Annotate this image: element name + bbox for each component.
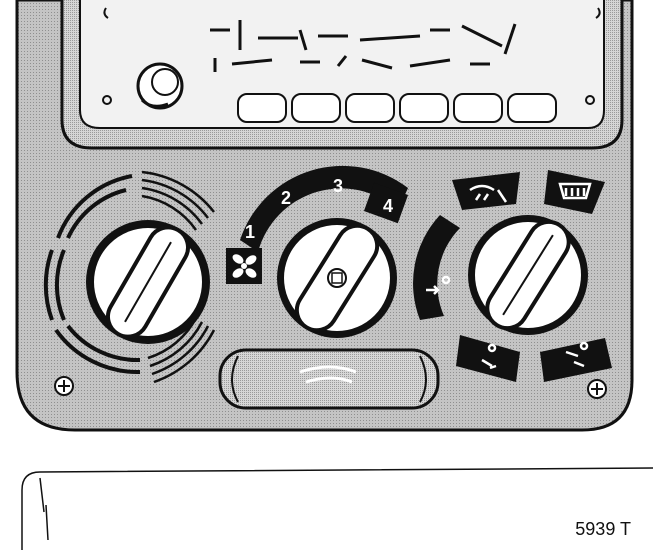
temperature-hot-stripes bbox=[141, 170, 216, 384]
fan-speed-labels: 1 2 3 4 bbox=[245, 176, 393, 242]
fan-speed-label-1: 1 bbox=[245, 222, 255, 242]
rear-window-heater-icon bbox=[558, 182, 592, 200]
distribution-segment-bottom-left bbox=[456, 335, 520, 382]
radio-screw-left bbox=[102, 95, 112, 105]
fan-scale-block-4 bbox=[363, 182, 409, 224]
fan-speed-scale bbox=[240, 165, 408, 252]
distribution-knob[interactable] bbox=[468, 214, 588, 335]
fan-speed-label-2: 2 bbox=[281, 188, 291, 208]
air-to-feet-icon bbox=[481, 343, 497, 370]
temperature-control bbox=[43, 170, 216, 384]
screw-icon bbox=[587, 379, 607, 399]
radio-knob-icon[interactable] bbox=[136, 62, 184, 110]
distribution-segment-demist bbox=[452, 172, 520, 210]
recirculation-icon[interactable] bbox=[327, 268, 347, 288]
air-to-face-icon bbox=[426, 275, 451, 295]
temperature-knob[interactable] bbox=[86, 220, 210, 344]
lower-vent-switch[interactable] bbox=[218, 348, 440, 410]
distribution-segment-rear bbox=[544, 170, 605, 214]
air-to-feet-and-windscreen-icon bbox=[565, 341, 589, 368]
distribution-segment-bottom-right bbox=[540, 338, 612, 382]
figure-reference-code: 5939 T bbox=[575, 519, 631, 539]
temperature-scale-rings bbox=[43, 174, 141, 375]
distribution-segment-left bbox=[413, 215, 460, 320]
fan-speed-label-3: 3 bbox=[333, 176, 343, 196]
fan-icon bbox=[232, 254, 257, 278]
fan-speed-control: 1 2 3 4 bbox=[226, 165, 409, 338]
radio-preset-buttons[interactable] bbox=[237, 93, 557, 123]
windscreen-demist-icon bbox=[469, 184, 508, 203]
air-distribution-control bbox=[413, 170, 612, 382]
radio-unit bbox=[60, 0, 624, 150]
lower-trim-panel bbox=[21, 467, 653, 550]
radio-screw-right bbox=[585, 95, 595, 105]
radio-display bbox=[210, 20, 517, 72]
fan-speed-label-4: 4 bbox=[383, 196, 393, 216]
screw-icon bbox=[54, 376, 74, 396]
fan-speed-knob[interactable] bbox=[277, 218, 397, 338]
